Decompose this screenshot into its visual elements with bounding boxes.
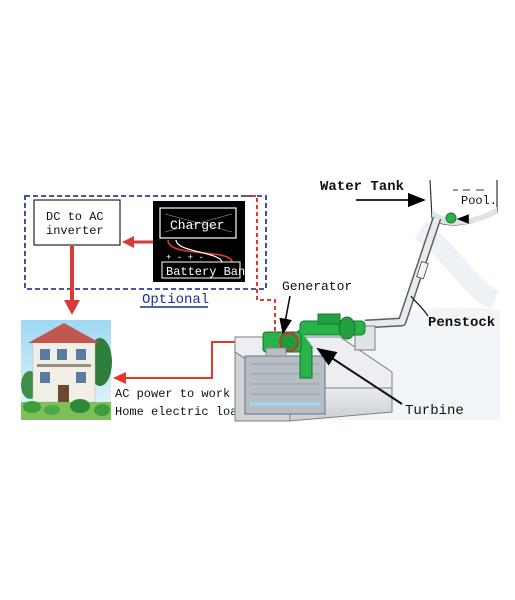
optional-label-group: Optional	[140, 292, 209, 308]
arrow-charger-to-inverter	[122, 236, 153, 248]
generator-pointer	[279, 295, 292, 335]
battery-polarity-signs: + - + -	[166, 253, 204, 263]
optional-box	[24, 195, 267, 290]
house-illustration	[21, 320, 112, 420]
turbine-pointer	[316, 347, 403, 405]
optional-label: Optional	[142, 292, 209, 308]
arrow-inverter-to-house	[64, 246, 80, 315]
dc-wire-dashed	[246, 195, 276, 338]
turbine-green-assembly	[262, 313, 366, 379]
penstock-pipe	[364, 216, 442, 329]
charger-battery-unit: Charger + - + - Battery Bank	[153, 201, 252, 282]
inverter-box: DC to AC inverter	[33, 199, 121, 246]
battery-wire-white	[175, 239, 223, 263]
inverter-label-line1: DC to AC	[46, 210, 104, 224]
pool-label: Pool.	[461, 194, 497, 208]
charger-label: Charger	[170, 218, 225, 233]
battery-bank-label: Battery Bank	[166, 265, 252, 279]
water-pool-icon	[445, 212, 457, 224]
ac-power-label-line1: AC power to work	[115, 387, 230, 401]
generator-label: Generator	[282, 279, 352, 294]
water-tank: Pool.	[429, 179, 498, 226]
penstock-pointer	[410, 295, 429, 317]
turbine-housing	[234, 325, 393, 422]
turbine-label: Turbine	[405, 403, 464, 419]
inverter-label-line2: inverter	[46, 224, 104, 238]
water-tank-label: Water Tank	[320, 179, 404, 195]
penstock-label: Penstock	[428, 315, 495, 331]
ac-power-label-line2: Home electric load	[115, 405, 245, 419]
